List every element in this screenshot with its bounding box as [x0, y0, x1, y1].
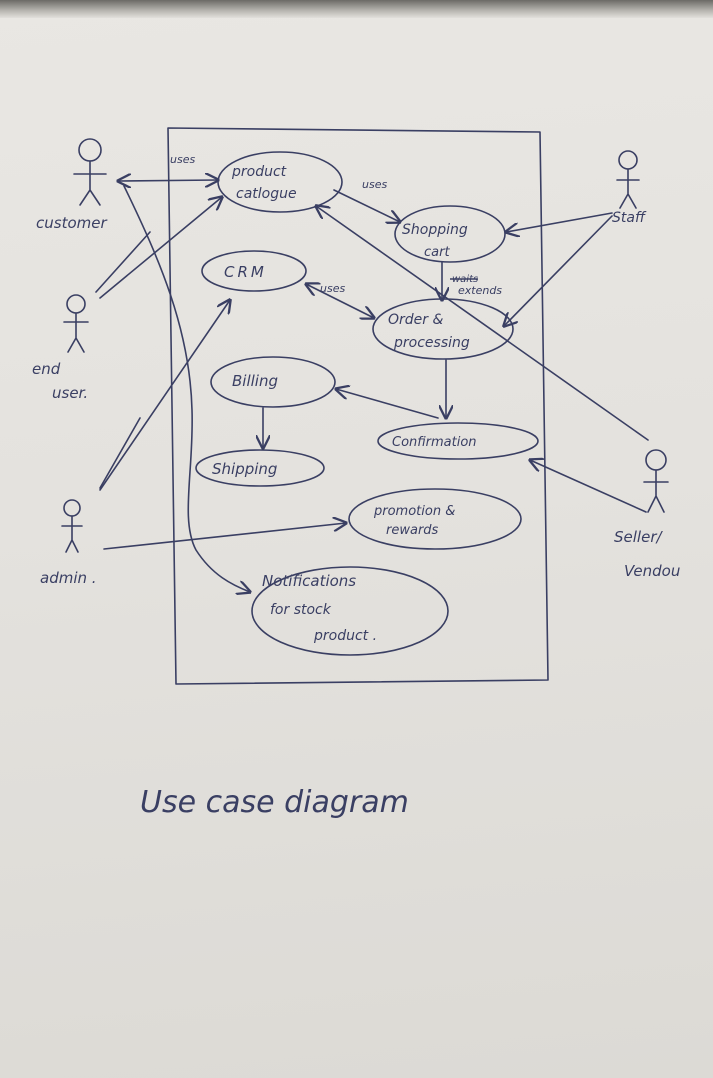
edge-crm-order	[306, 284, 374, 318]
edge-admin-crm	[99, 300, 230, 491]
svg-text:Shopping: Shopping	[402, 222, 468, 238]
svg-text:CRM: CRM	[224, 263, 267, 281]
svg-text:catlogue: catlogue	[236, 186, 297, 202]
edge-confirmation-billing	[336, 389, 439, 419]
svg-text:for stock: for stock	[270, 602, 332, 618]
label-extends: extends	[458, 284, 502, 297]
svg-text:cart: cart	[424, 245, 450, 260]
usecase-confirmation: Confirmation	[377, 422, 539, 460]
label-uses-catalogue: uses	[362, 178, 387, 191]
actor-end-user: end user.	[32, 294, 89, 402]
usecase-crm: CRM	[201, 250, 307, 292]
svg-text:product: product	[231, 164, 287, 180]
svg-text:product .: product .	[313, 628, 377, 644]
edge-staff-cart	[506, 212, 613, 232]
svg-text:promotion &: promotion &	[373, 504, 455, 519]
svg-text:processing: processing	[393, 335, 470, 351]
svg-text:Confirmation: Confirmation	[392, 435, 477, 450]
svg-text:rewards: rewards	[386, 523, 439, 538]
usecase-notifications: Notifications for stock product .	[251, 566, 449, 656]
stick-figure-icon	[643, 449, 669, 513]
actor-staff: Staff	[612, 150, 647, 226]
actor-end-user-label-2: user.	[52, 384, 88, 402]
usecase-shopping-cart: Shopping cart	[394, 205, 506, 263]
svg-text:Shipping: Shipping	[212, 460, 277, 478]
usecase-promotion-rewards: promotion & rewards	[348, 488, 522, 550]
system-boundary	[167, 127, 549, 685]
edge-admin-enduser	[99, 417, 141, 489]
usecase-order-processing: Order & processing	[372, 298, 514, 360]
stick-figure-icon	[61, 499, 83, 553]
edge-admin-promotion	[103, 523, 346, 550]
actor-end-user-label-1: end	[32, 360, 61, 378]
edge-seller-confirmation	[530, 460, 647, 513]
actor-seller-label-2: Vendou	[624, 562, 680, 580]
actor-seller-vendor: Seller/ Vendou	[614, 449, 680, 580]
edge-customer-enduser	[95, 231, 151, 293]
paper-top-edge	[0, 0, 713, 18]
actor-admin-label: admin .	[40, 569, 97, 587]
label-uses-crm: uses	[320, 282, 345, 295]
actor-admin: admin .	[40, 499, 97, 587]
usecase-shipping: Shipping	[195, 449, 325, 487]
stick-figure-icon	[73, 138, 107, 206]
diagram-caption: Use case diagram	[140, 785, 409, 820]
svg-text:Notifications: Notifications	[262, 572, 356, 590]
actor-customer-label: customer	[36, 214, 107, 232]
svg-text:Order &: Order &	[388, 312, 443, 328]
edge-seller-catalogue	[316, 206, 649, 441]
edge-customer-catalogue	[118, 180, 218, 181]
actor-customer: customer	[36, 138, 107, 232]
label-uses-customer: uses	[170, 153, 195, 166]
usecase-billing: Billing	[210, 356, 336, 408]
usecase-product-catalogue: product catlogue	[217, 151, 343, 213]
stick-figure-icon	[63, 294, 89, 353]
edge-enduser-catalogue	[99, 197, 222, 299]
edge-catalogue-cart	[333, 189, 400, 222]
edge-staff-order	[504, 215, 613, 326]
edge-customer-notifications	[123, 185, 250, 592]
actor-seller-label-1: Seller/	[614, 528, 663, 546]
caption-text: Use case diagram	[140, 785, 409, 820]
stick-figure-icon	[616, 150, 640, 209]
svg-text:Billing: Billing	[232, 372, 278, 390]
actor-staff-label: Staff	[612, 210, 647, 226]
